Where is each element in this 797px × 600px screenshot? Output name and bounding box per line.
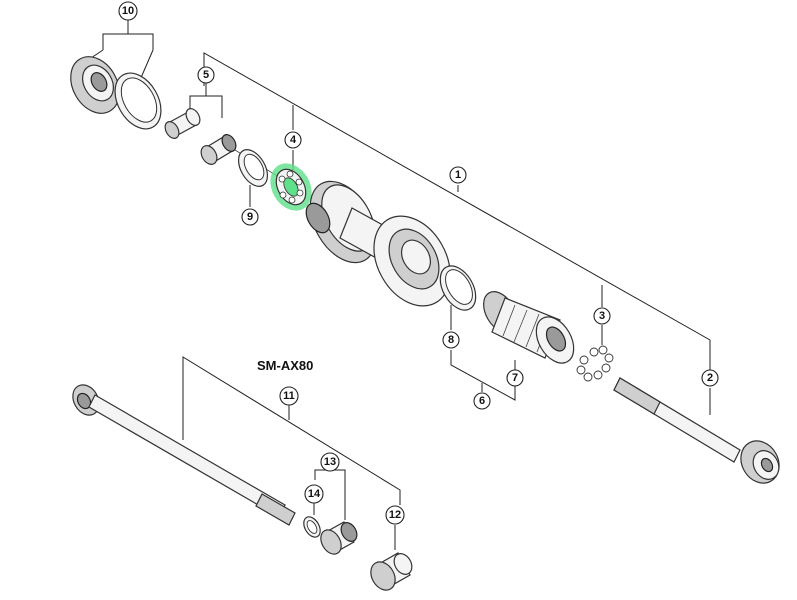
svg-text:10: 10 — [122, 5, 134, 17]
ball-bearings-part — [576, 345, 614, 382]
callout-8: 8 — [442, 331, 460, 349]
model-label: SM-AX80 — [257, 358, 313, 373]
callout-12: 12 — [385, 505, 405, 525]
callout-2: 2 — [701, 369, 719, 387]
lockring-part — [70, 56, 120, 114]
through-axle-part — [72, 384, 296, 526]
svg-text:12: 12 — [389, 509, 401, 521]
svg-text:7: 7 — [512, 372, 518, 384]
lockring-spacer-ring — [114, 72, 162, 130]
svg-text:2: 2 — [707, 372, 713, 384]
callout-6: 6 — [473, 392, 491, 410]
svg-text:13: 13 — [324, 456, 336, 468]
svg-text:6: 6 — [479, 395, 485, 407]
axle-adapter-part — [320, 521, 358, 555]
callout-5: 5 — [197, 66, 215, 84]
svg-text:8: 8 — [448, 334, 454, 346]
svg-text:11: 11 — [283, 390, 295, 402]
spacer-ring-part — [439, 265, 477, 311]
o-ring-part — [303, 516, 321, 538]
svg-text:5: 5 — [203, 69, 209, 81]
svg-text:1: 1 — [455, 169, 461, 181]
callout-7: 7 — [506, 369, 524, 387]
callout-13: 13 — [320, 452, 340, 472]
callout-1: 1 — [449, 166, 467, 184]
callout-14: 14 — [304, 484, 324, 504]
ball-retainer-part-highlighted — [270, 163, 312, 211]
dust-seal-part — [237, 149, 269, 187]
freehub-body-part — [483, 291, 575, 364]
svg-text:3: 3 — [599, 310, 605, 322]
callout-11: 11 — [279, 386, 299, 406]
cone-part — [200, 134, 237, 165]
svg-text:4: 4 — [290, 134, 297, 146]
hub-body-part — [305, 180, 451, 307]
end-nut-part — [370, 552, 413, 591]
hub-axle-part — [613, 377, 780, 484]
svg-text:9: 9 — [247, 211, 253, 223]
callout-9: 9 — [241, 208, 259, 226]
callout-3: 3 — [593, 307, 611, 325]
svg-text:14: 14 — [308, 488, 321, 500]
callout-4: 4 — [284, 131, 302, 149]
cone-nut-part — [164, 108, 201, 139]
callout-10: 10 — [118, 1, 138, 21]
